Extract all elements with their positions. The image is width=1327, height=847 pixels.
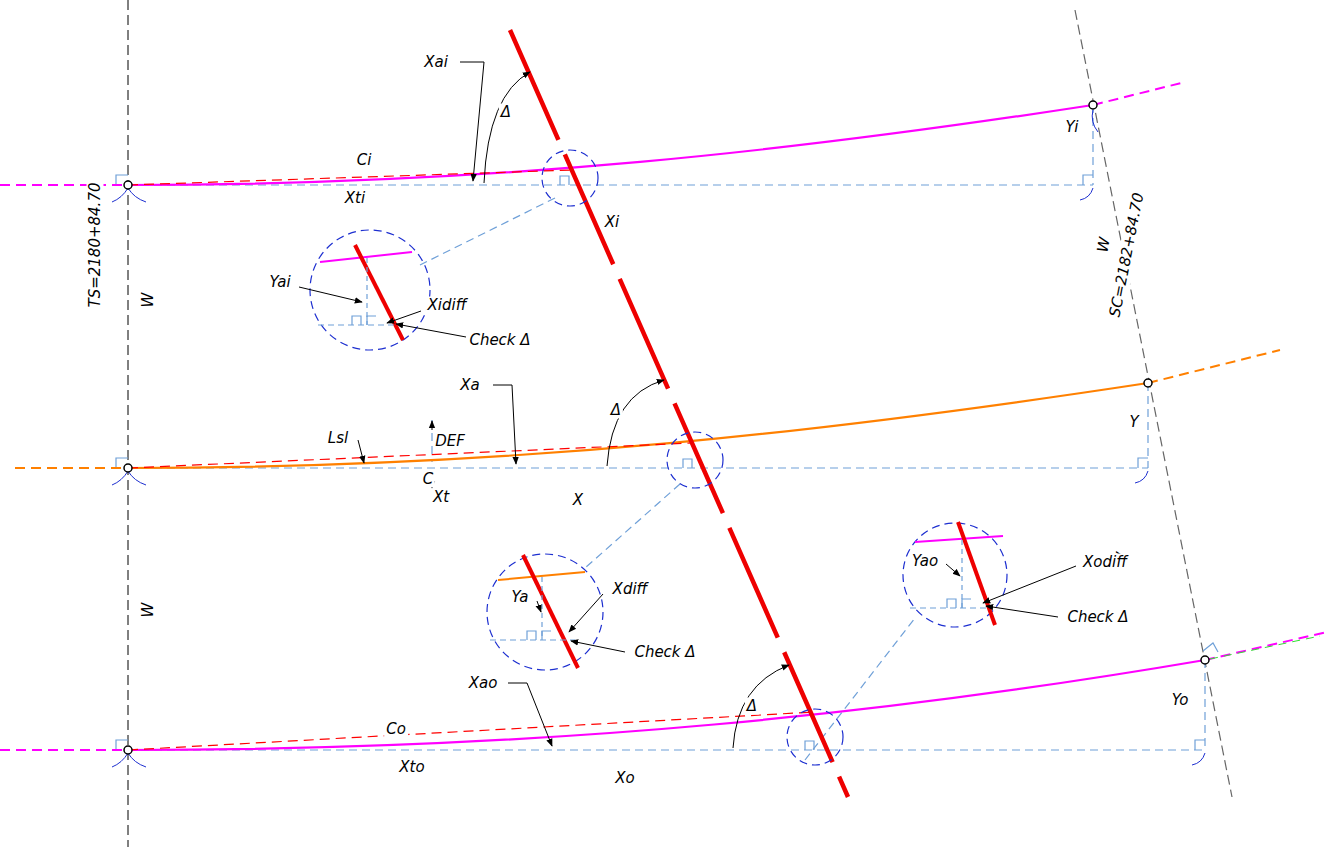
dimension-label: Xdiff	[611, 581, 650, 598]
dimension-label: TS=2180+84.70	[87, 181, 104, 310]
dimension-label: Δ	[609, 402, 623, 419]
dimension-label: Xao	[467, 675, 500, 692]
dimension-label: Check Δ	[632, 644, 697, 661]
dimension-label: Δ	[745, 698, 759, 715]
dimension-label: Yo	[1170, 692, 1191, 709]
dimension-label: Δ	[499, 104, 513, 121]
dimension-label: X	[571, 492, 585, 509]
dimension-label: Yai	[267, 274, 292, 291]
dimension-label: Xodiff	[1081, 554, 1129, 571]
dimension-label: W	[140, 291, 157, 310]
dimension-label: W	[140, 601, 157, 620]
dimension-label: Xto	[397, 759, 426, 776]
dimension-label: Xi	[603, 214, 621, 231]
dimension-label: Xt	[431, 489, 451, 506]
dimension-label: Co	[384, 721, 408, 738]
dimension-label: SC=2182+84.70	[1106, 189, 1148, 320]
dimension-label: Y	[1127, 414, 1140, 431]
dimension-label: Check Δ	[1065, 609, 1130, 626]
dimension-label: DEF	[433, 433, 467, 450]
dimension-label: Xa	[458, 377, 481, 394]
dimension-label: Yi	[1063, 119, 1080, 136]
dimension-label: Xo	[613, 770, 636, 787]
dimension-label: Yao	[910, 553, 940, 570]
dimension-label: W	[1094, 234, 1114, 256]
dimension-label: C	[421, 471, 435, 488]
dimension-label: Check Δ	[467, 332, 532, 349]
dimension-label: Xti	[343, 190, 367, 207]
dimension-label: Ya	[510, 589, 531, 606]
dimension-label: Xai	[422, 54, 450, 71]
dimension-label: Ci	[355, 152, 374, 169]
dimension-label: Xidiff	[426, 297, 469, 314]
dimension-label: Lsl	[326, 430, 350, 447]
